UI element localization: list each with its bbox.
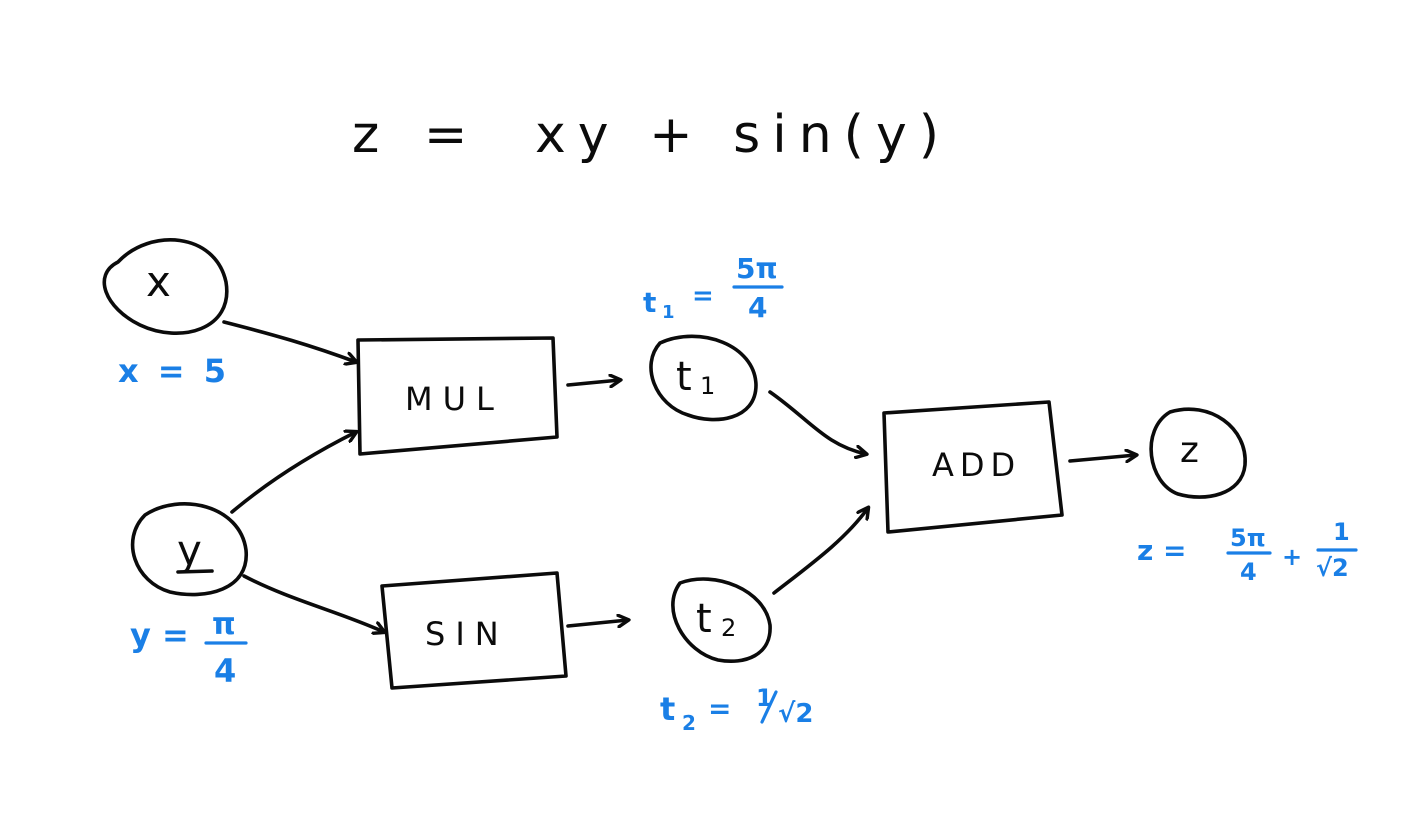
- node-t1-value-num: 5π: [736, 252, 778, 285]
- node-y: y: [130, 502, 248, 597]
- edge-x-to-mul: [222, 320, 356, 362]
- node-t2-value-slash: [760, 690, 778, 724]
- edge-t1-to-add: [768, 390, 866, 454]
- node-y-label: y: [177, 526, 202, 575]
- node-z-value-term2-den: √2: [1316, 554, 1349, 582]
- node-t1-value-eq: =: [692, 281, 714, 311]
- equation: z = xy + sin(y): [352, 105, 951, 165]
- edge-t2-to-add: [772, 508, 868, 595]
- node-t1-circle: [649, 334, 758, 422]
- node-t1: t 1: [649, 334, 758, 422]
- equation-rhs: xy + sin(y): [535, 105, 951, 165]
- node-z-value-term1-num: 5π: [1230, 524, 1266, 552]
- node-t1-value: t 1 = 5π 4: [643, 252, 784, 324]
- node-y-circle: [130, 502, 248, 597]
- node-t1-sub: 1: [700, 372, 715, 400]
- node-t1-value-den: 4: [748, 291, 767, 324]
- edge-sin-to-t2: [566, 620, 628, 626]
- node-z-label: z: [1180, 430, 1199, 471]
- node-x-label: x: [146, 257, 171, 306]
- node-z-value: z = 5π 4 + 1 √2: [1137, 518, 1358, 586]
- node-y-underline: [176, 569, 214, 574]
- node-t2-value-lhs: t: [660, 690, 675, 728]
- equation-lhs: z =: [352, 105, 481, 165]
- edge-y-to-mul: [230, 432, 356, 514]
- node-t1-label: t: [676, 354, 692, 400]
- node-t2-label: t: [696, 596, 712, 642]
- node-t2-circle: [671, 577, 772, 663]
- sin-box-label: SIN: [425, 615, 509, 653]
- mul-box: MUL: [356, 336, 559, 456]
- node-y-value: y = π 4: [130, 607, 248, 690]
- node-t2: t 2: [671, 577, 772, 663]
- edge-y-to-sin: [242, 574, 384, 632]
- add-box-label: ADD: [932, 446, 1021, 484]
- node-t2-value-den: √2: [778, 699, 813, 729]
- node-t2-sub: 2: [721, 614, 736, 642]
- node-z-circle: [1149, 407, 1247, 499]
- edge-mul-to-t1: [566, 380, 620, 385]
- node-x: x: [102, 238, 229, 335]
- sin-box-border: [380, 571, 568, 690]
- mul-box-border: [356, 336, 559, 456]
- edges: [222, 320, 1136, 632]
- node-z-value-plus: +: [1282, 543, 1302, 571]
- node-y-value-num: π: [212, 607, 236, 642]
- add-box-border: [882, 400, 1064, 534]
- node-z: z: [1149, 407, 1247, 499]
- node-z-value-lhs: z =: [1137, 534, 1187, 567]
- node-y-value-den: 4: [214, 652, 236, 690]
- node-x-value: x = 5: [118, 352, 230, 390]
- node-x-circle: [102, 238, 229, 335]
- node-t1-value-sub: 1: [662, 302, 675, 323]
- node-t1-value-lhs: t: [643, 286, 656, 319]
- sin-box: SIN: [380, 571, 568, 690]
- node-t2-value: t 2 = 1 √2: [660, 684, 813, 735]
- edge-add-to-z: [1068, 455, 1136, 461]
- node-z-value-term2-num: 1: [1333, 518, 1350, 546]
- node-t2-value-sub: 2: [682, 711, 696, 735]
- mul-box-label: MUL: [405, 380, 504, 418]
- node-z-value-term1-den: 4: [1240, 558, 1257, 586]
- node-y-value-lhs: y =: [130, 616, 189, 654]
- node-t2-value-eq: =: [708, 692, 731, 725]
- add-box: ADD: [882, 400, 1064, 534]
